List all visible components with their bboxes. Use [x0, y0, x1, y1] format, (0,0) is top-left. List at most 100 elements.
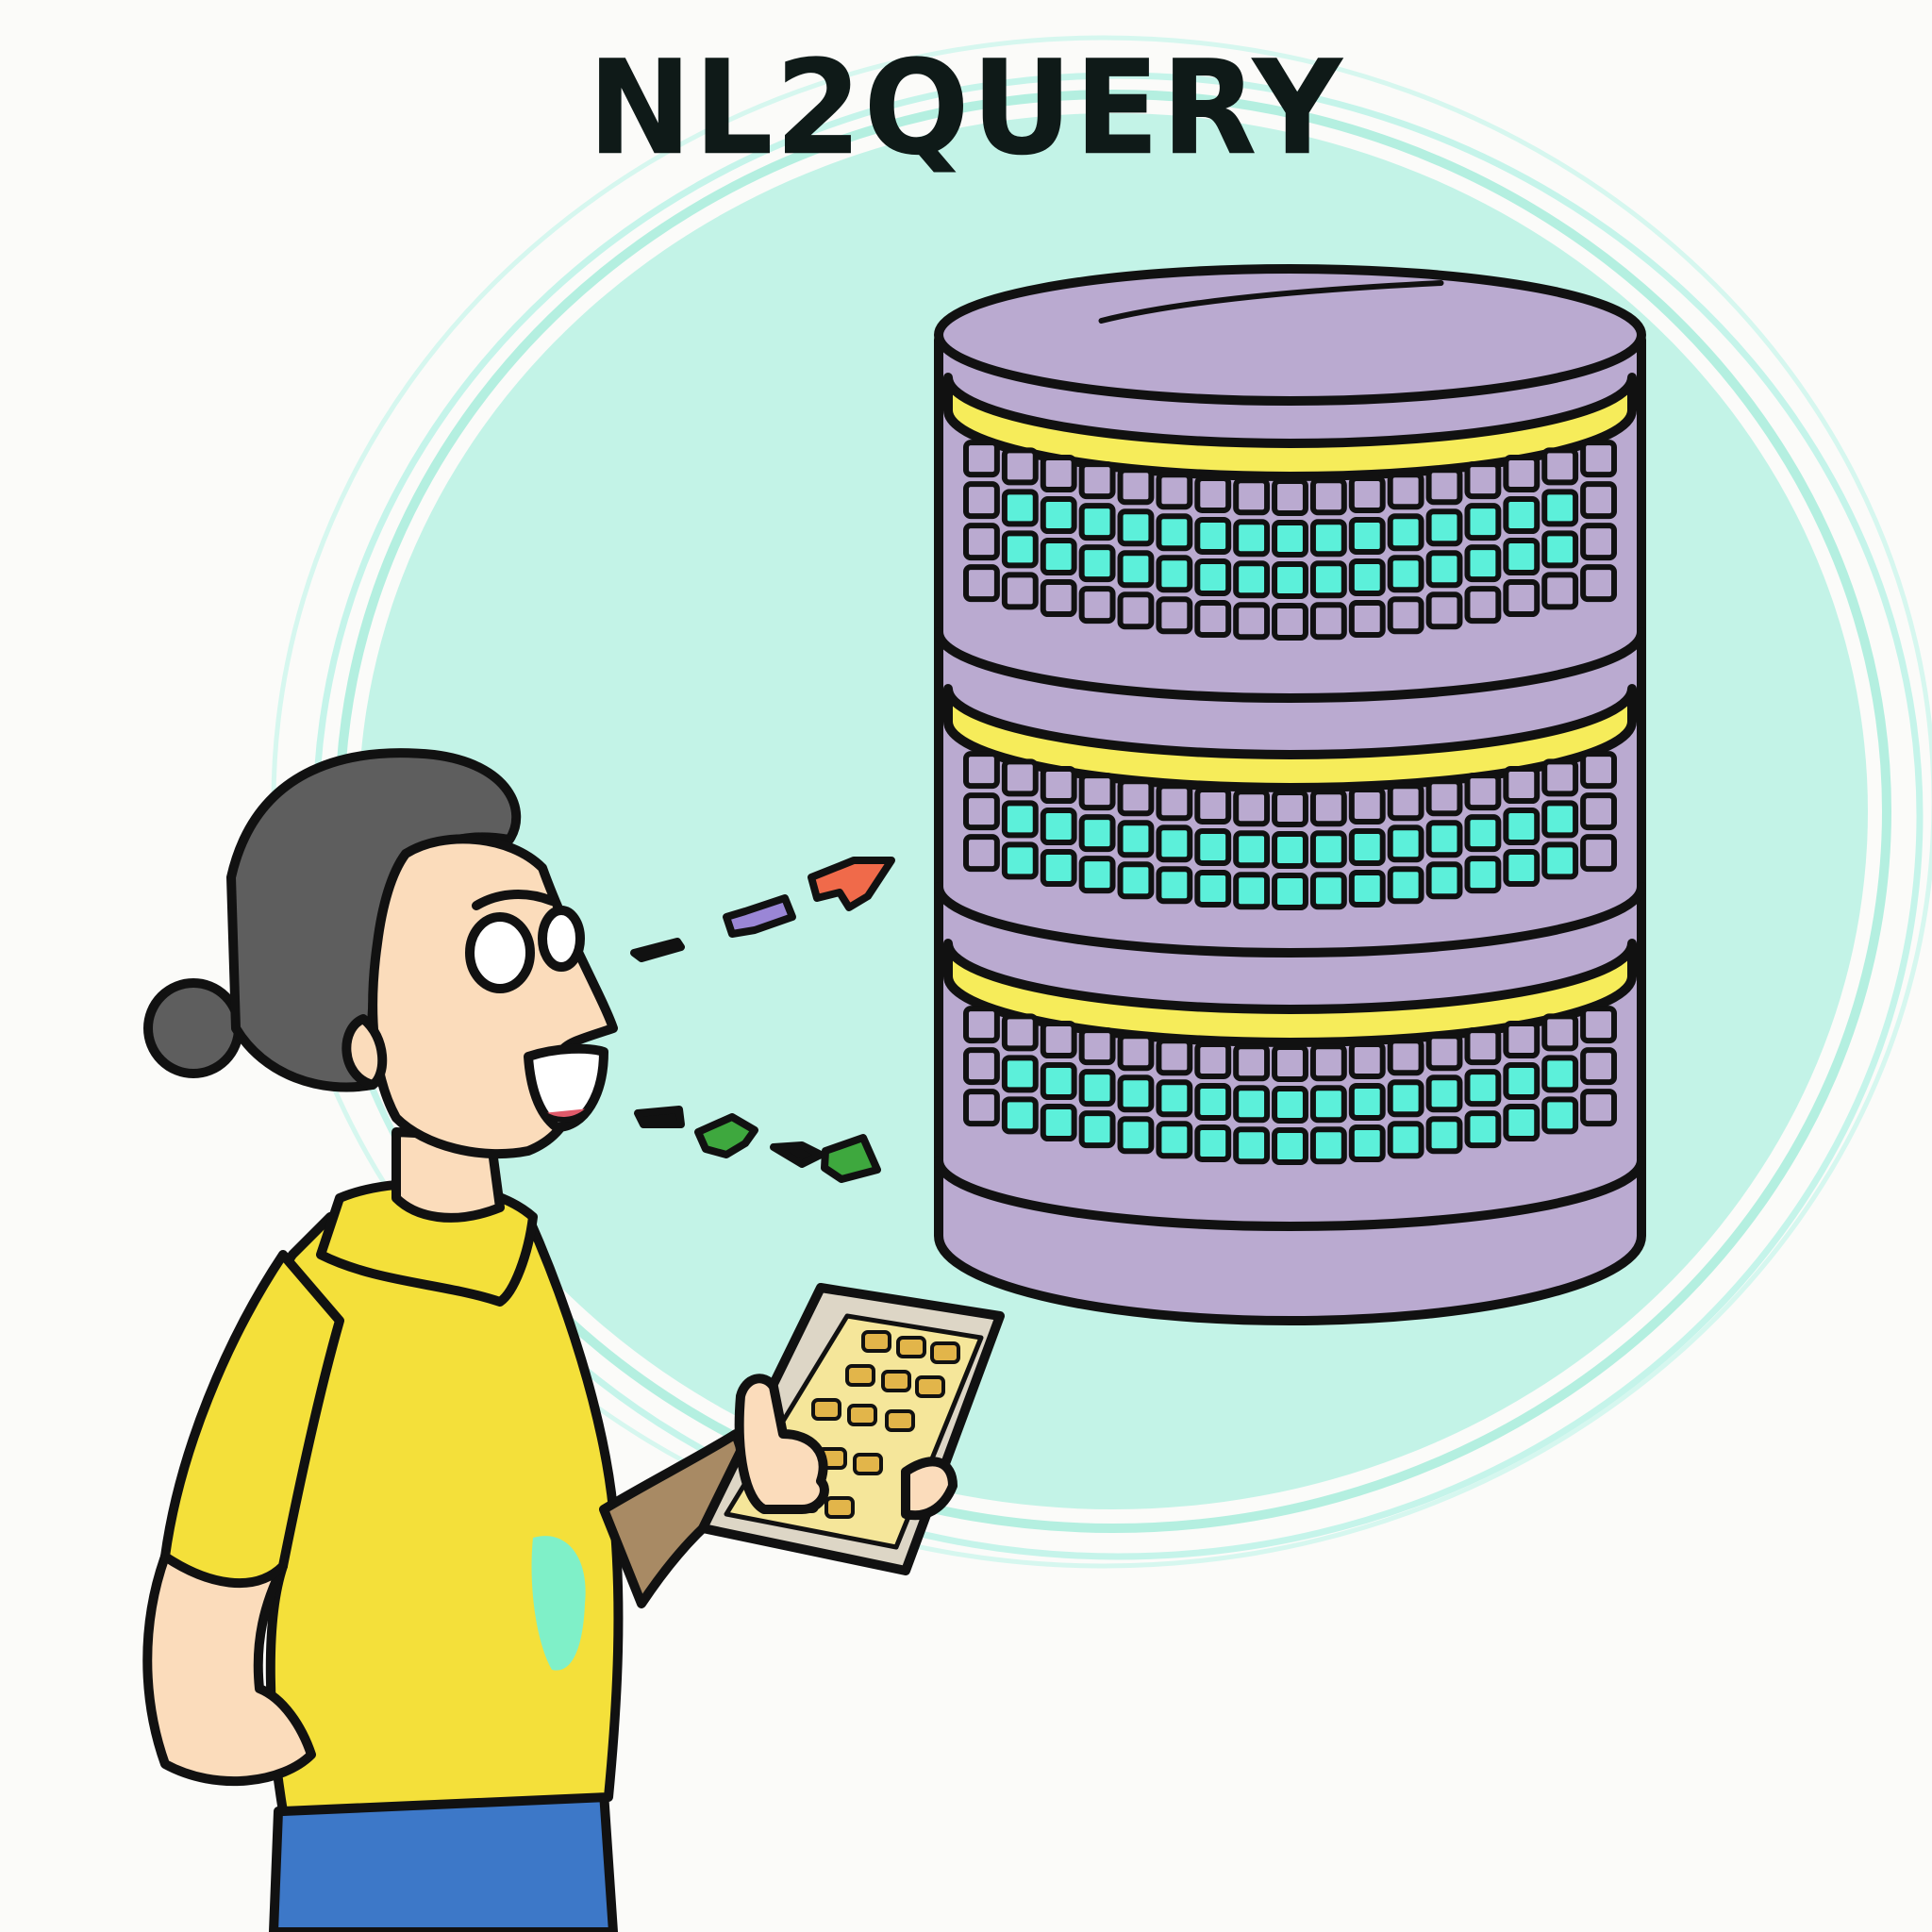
database-cell	[1040, 538, 1077, 576]
database-cell	[1233, 872, 1271, 910]
database-cell	[1078, 544, 1116, 583]
database-cell	[1001, 758, 1039, 797]
database-cell	[1348, 1041, 1386, 1079]
database-icon	[934, 264, 1646, 1325]
database-cell	[1156, 555, 1193, 593]
database-cell	[1541, 758, 1579, 797]
database-cell	[1503, 496, 1541, 535]
database-cell	[1503, 849, 1541, 888]
database-cell	[1233, 602, 1271, 641]
database-cell	[963, 481, 1000, 520]
database-cell	[1194, 869, 1232, 908]
database-cell	[1309, 789, 1347, 827]
database-cell	[1272, 790, 1308, 827]
database-cell	[1387, 1121, 1424, 1159]
database-cell	[1194, 516, 1232, 555]
database-cell	[1425, 1116, 1463, 1155]
database-cell	[963, 564, 1000, 603]
database-segment-edge	[934, 1156, 1646, 1231]
database-cell	[1464, 1027, 1502, 1066]
database-cell	[1040, 1021, 1077, 1059]
database-cell	[963, 1047, 1000, 1086]
database-cell	[1078, 461, 1116, 500]
database-cell	[1040, 1104, 1077, 1142]
database-cell	[1272, 561, 1308, 599]
database-cell	[1309, 1043, 1347, 1082]
database-cell	[963, 792, 1000, 831]
database-cell	[1503, 579, 1541, 618]
database-cell	[1001, 530, 1039, 569]
database-cell	[1464, 1069, 1502, 1108]
database-cell	[1348, 516, 1386, 555]
database-cell	[1233, 830, 1271, 869]
database-cell	[1078, 1069, 1116, 1108]
database-cell	[1348, 1082, 1386, 1121]
database-cell	[1348, 599, 1386, 638]
database-cell	[1194, 475, 1232, 513]
database-cell	[963, 834, 1000, 873]
database-cell	[1156, 1121, 1193, 1159]
database-cell	[1464, 503, 1502, 541]
database-cell	[1348, 558, 1386, 596]
database-cell	[1387, 783, 1424, 822]
database-cell	[1541, 1055, 1579, 1093]
database-cell	[1272, 1044, 1308, 1082]
database-cell	[1117, 778, 1155, 817]
database-cell	[1541, 1096, 1579, 1135]
database-cell	[1387, 596, 1424, 635]
database-cell	[1580, 481, 1618, 520]
database-cell	[1348, 827, 1386, 866]
database-lid-highlight	[1098, 280, 1444, 324]
database-cell	[1233, 789, 1271, 827]
database-cell	[1387, 513, 1424, 552]
database-cell	[1117, 591, 1155, 630]
database-cell	[1309, 519, 1347, 558]
database-cell	[1117, 861, 1155, 900]
database-cell	[1117, 1033, 1155, 1072]
database-cell	[1233, 477, 1271, 516]
database-cell	[1425, 820, 1463, 858]
database-cell	[1309, 872, 1347, 910]
database-cell	[1425, 1033, 1463, 1072]
database-cell	[1001, 1013, 1039, 1052]
database-lid	[934, 264, 1646, 406]
database-cell	[1156, 866, 1193, 905]
database-cell	[1464, 461, 1502, 500]
database-cell	[1387, 555, 1424, 593]
database-cell	[1464, 814, 1502, 853]
database-cell	[1078, 503, 1116, 541]
database-cell	[1040, 849, 1077, 888]
database-cell	[1387, 1079, 1424, 1118]
database-cell	[1503, 1062, 1541, 1101]
database-cell	[1272, 520, 1308, 558]
database-cell	[1503, 808, 1541, 846]
database-cell	[1503, 1104, 1541, 1142]
database-cell	[1001, 841, 1039, 880]
speech-fragments	[630, 857, 895, 1183]
database-cell	[1309, 560, 1347, 599]
database-cell	[1541, 447, 1579, 486]
database-cell	[1580, 792, 1618, 831]
database-cell	[1541, 530, 1579, 569]
database-cell	[1309, 1085, 1347, 1124]
database-cell	[1040, 496, 1077, 535]
database-cell	[1348, 869, 1386, 908]
database-cell	[1272, 1086, 1308, 1124]
database-cell	[1001, 800, 1039, 839]
database-cell	[1387, 472, 1424, 510]
database-cell	[1078, 856, 1116, 894]
app-title: NL2QUERY	[587, 32, 1344, 185]
database-cell	[1425, 591, 1463, 630]
database-cell	[1309, 602, 1347, 641]
database-cell	[1233, 519, 1271, 558]
database-cell	[1040, 579, 1077, 618]
database-cell	[1040, 455, 1077, 493]
database-cell	[1194, 1124, 1232, 1162]
database-cell	[1580, 523, 1618, 561]
database-cell	[1156, 1038, 1193, 1076]
database-cell	[1464, 544, 1502, 583]
database-cell	[1541, 572, 1579, 610]
database-cell	[1309, 477, 1347, 516]
